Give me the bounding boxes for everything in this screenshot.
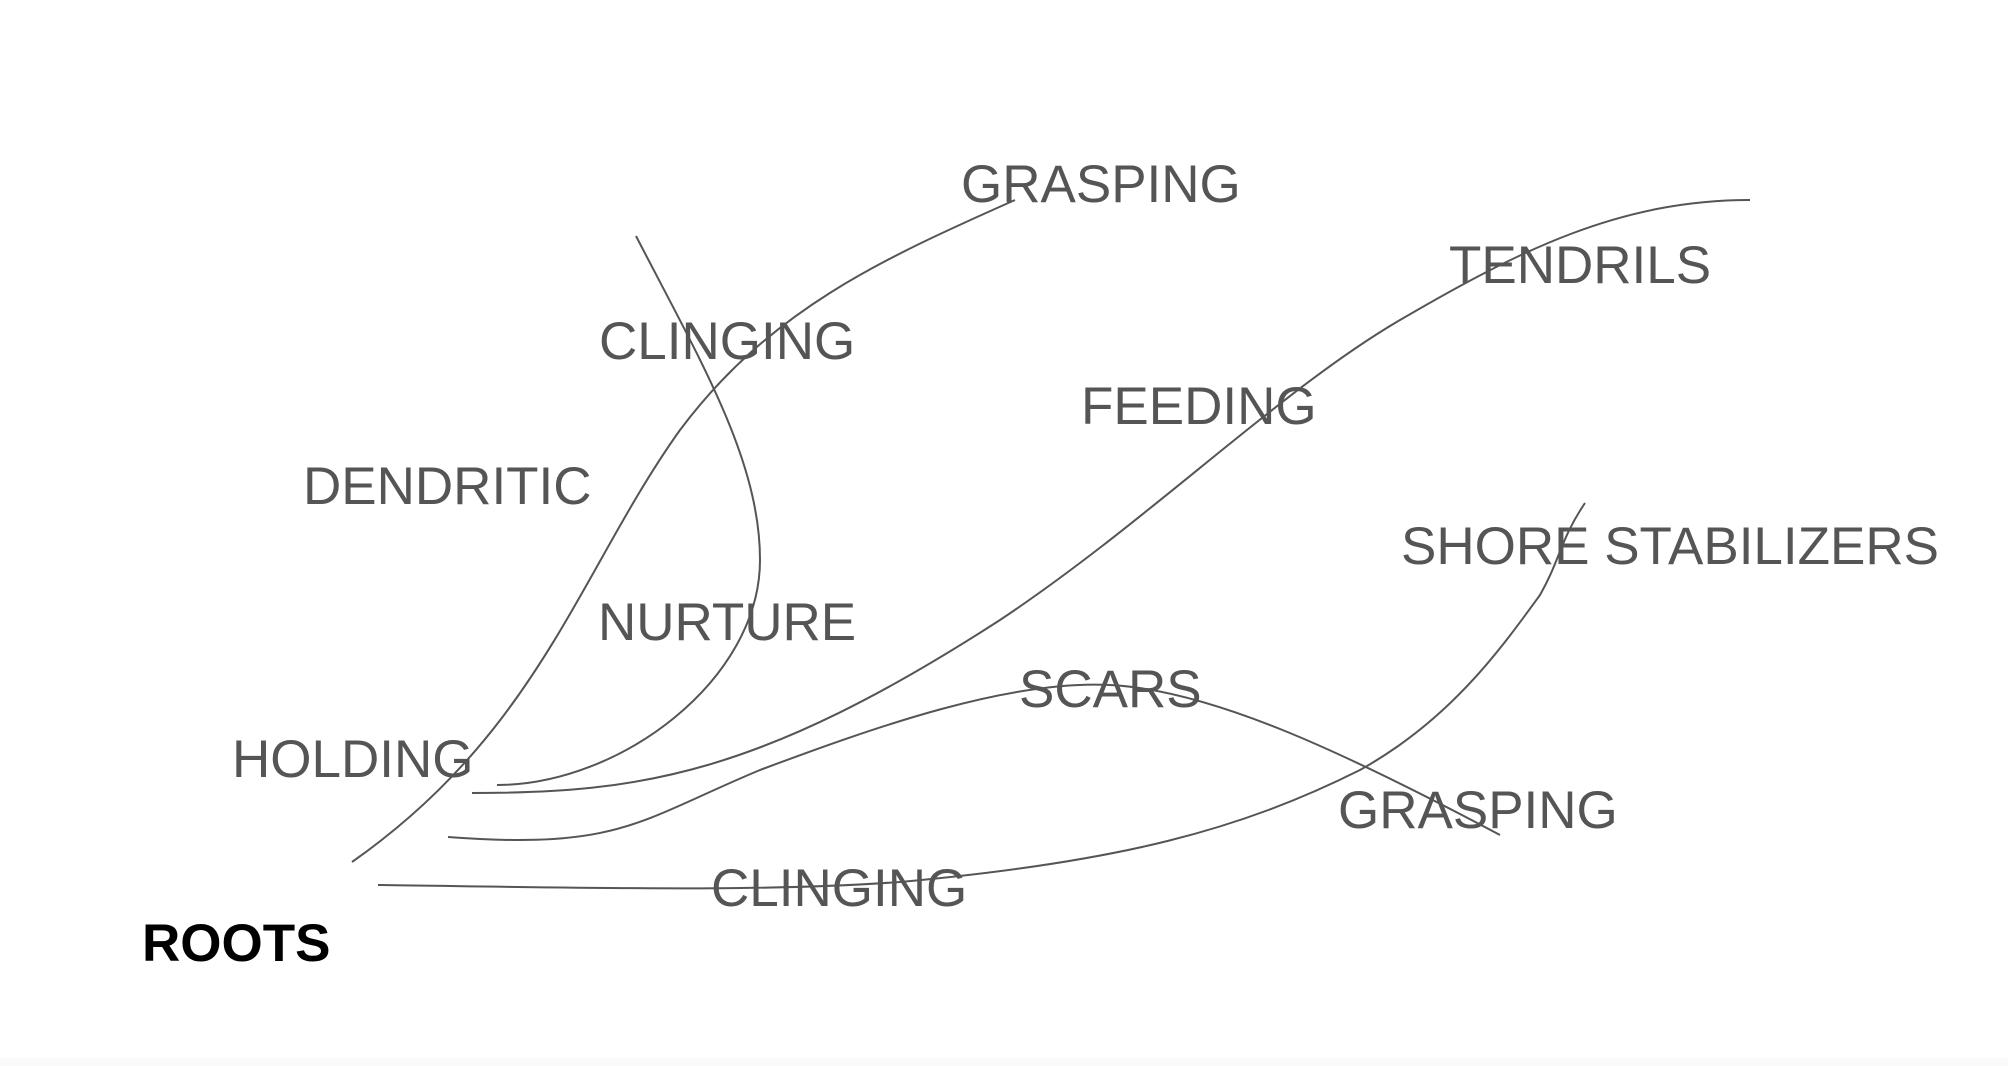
label-roots: ROOTS [142,914,331,973]
label-clinging-top: CLINGING [599,312,856,371]
label-grasping-bottom: GRASPING [1338,781,1618,840]
branch-tendrils [471,199,1751,794]
label-feeding: FEEDING [1081,377,1317,436]
label-nurture: NURTURE [598,593,857,652]
label-holding: HOLDING [232,730,474,789]
label-tendrils: TENDRILS [1449,236,1712,295]
bottom-band [0,1058,2008,1066]
label-grasping-top: GRASPING [961,155,1241,214]
label-clinging-bottom: CLINGING [711,859,968,918]
branch-shore-stabilizers [377,502,1586,890]
branch-clinging-nurture [496,235,762,786]
branch-grasping-top [351,199,1016,863]
label-dendritic: DENDRITIC [303,457,592,516]
label-scars: SCARS [1019,660,1202,719]
branch-scars-grasping [447,683,1501,842]
label-shore-stabilizers: SHORE STABILIZERS [1401,517,1939,576]
